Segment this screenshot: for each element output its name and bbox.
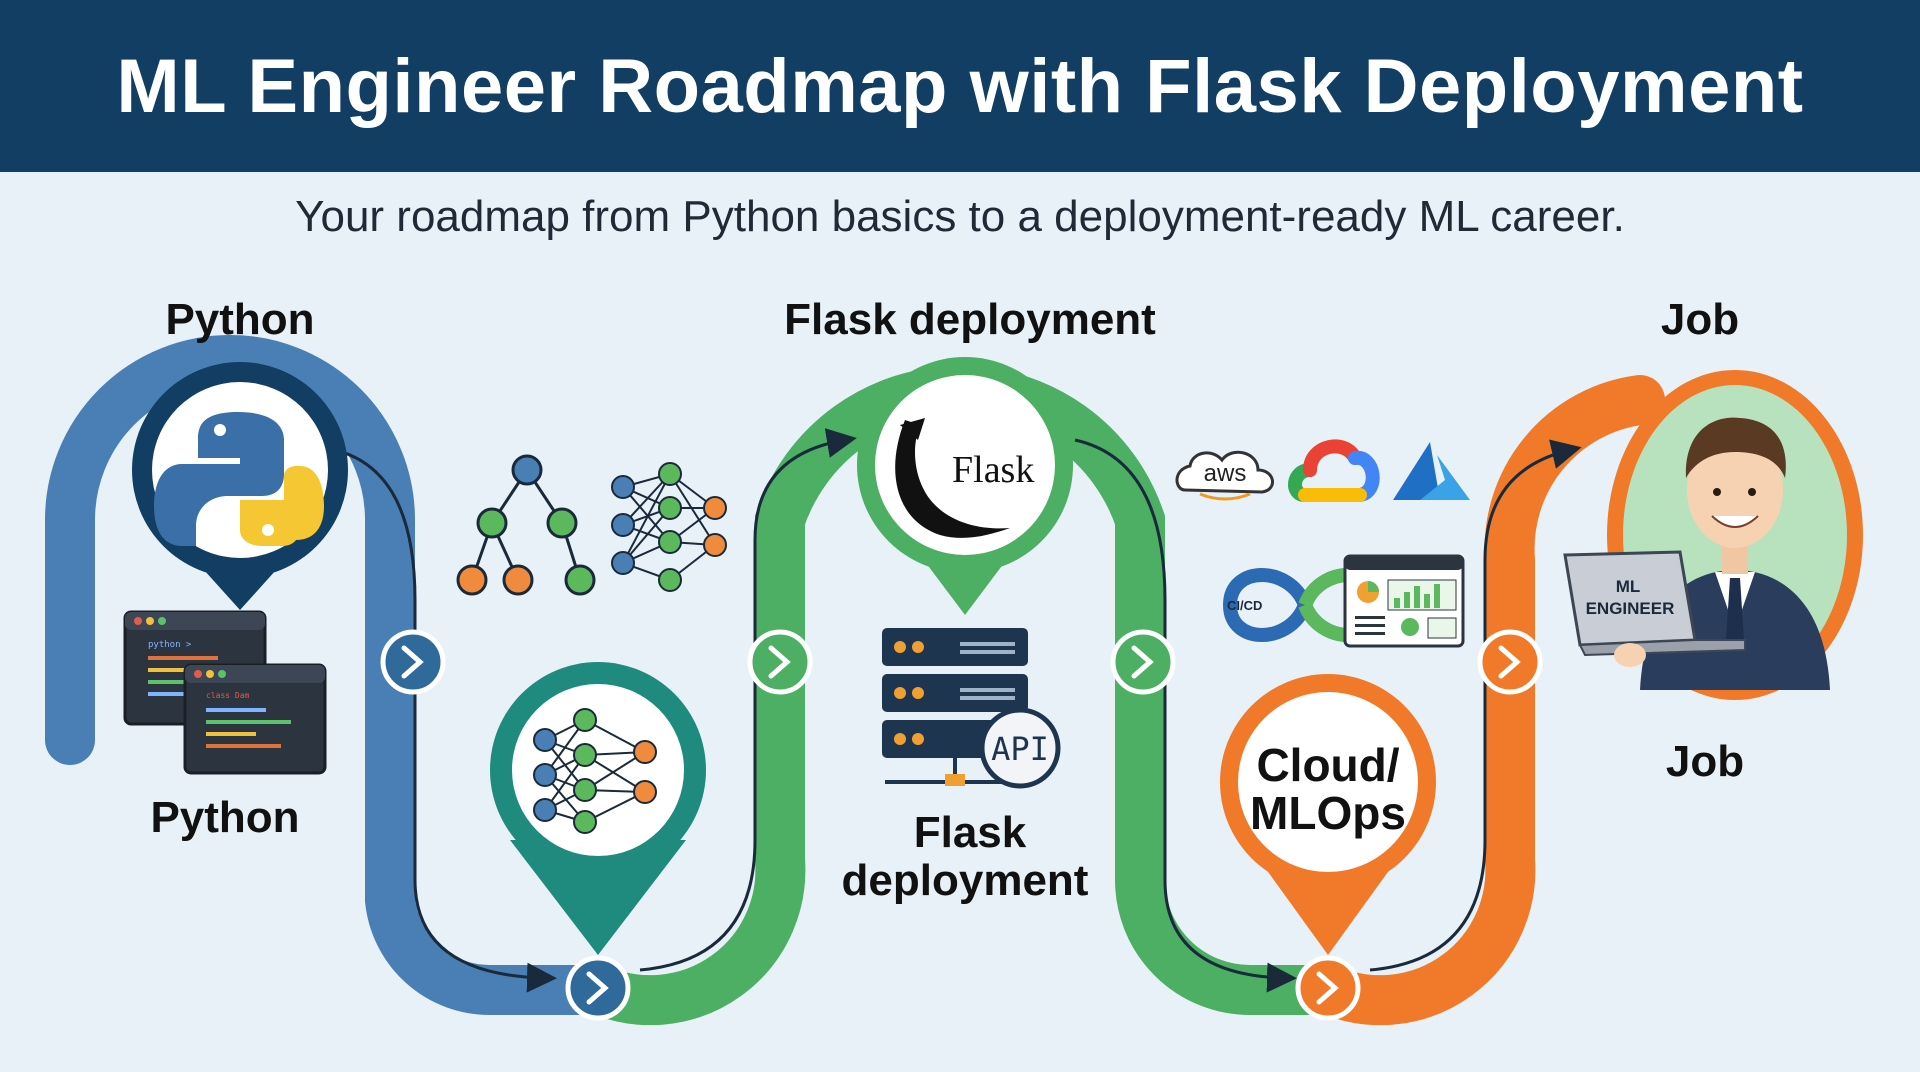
step-button-1[interactable]	[380, 629, 446, 695]
step-button-6[interactable]	[1477, 629, 1543, 695]
chevron-right-icon	[1131, 645, 1154, 679]
stage-label-job-bottom: Job	[1665, 737, 1745, 786]
cicd-label: CI/CD	[1227, 598, 1262, 613]
code-window-2: class Dam	[183, 663, 327, 775]
server-api-icon: API	[882, 628, 1061, 789]
stage-label-flask-bottom-2: deployment	[841, 856, 1089, 905]
step-button-2[interactable]	[565, 955, 631, 1021]
stage-label-flask-bottom-1: Flask	[913, 808, 1027, 857]
stage-label-job-top: Job	[1660, 295, 1740, 344]
azure-logo-icon	[1393, 442, 1470, 500]
api-badge: API	[991, 730, 1049, 768]
chevron-right-icon	[586, 971, 609, 1005]
flask-pin: Flask	[857, 357, 1073, 615]
python-logo-icon	[154, 412, 324, 546]
chevron-right-icon	[1498, 645, 1521, 679]
road-cloud	[1305, 375, 1665, 1026]
laptop-label-line2: ENGINEER	[1586, 599, 1675, 618]
guide-line-2	[639, 428, 857, 972]
google-cloud-logo-icon	[1288, 439, 1380, 502]
python-pin	[132, 362, 348, 610]
road-python	[45, 335, 625, 1016]
guide-line-4	[1369, 439, 1582, 972]
stage-label-python-top: Python	[165, 295, 315, 344]
stage-label-cloud-2: MLOps	[1250, 787, 1406, 839]
stage-label-python-bottom: Python	[150, 793, 300, 842]
flask-logo-text: Flask	[952, 449, 1034, 491]
chevron-right-icon	[401, 645, 424, 679]
aws-text: aws	[1204, 460, 1247, 487]
neural-network-small-icon	[611, 462, 727, 592]
job-avatar: ML ENGINEER	[1563, 370, 1863, 700]
step-button-5[interactable]	[1295, 955, 1361, 1021]
chevron-right-icon	[1316, 971, 1339, 1005]
page-subtitle: Your roadmap from Python basics to a dep…	[295, 192, 1625, 241]
code-prompt-1: python >	[148, 640, 192, 650]
cloud-mlops-pin	[1220, 674, 1436, 955]
header-banner: ML Engineer Roadmap with Flask Deploymen…	[0, 0, 1920, 172]
chevron-right-icon	[768, 645, 791, 679]
stage-label-cloud-1: Cloud/	[1256, 739, 1400, 791]
neural-network-icon	[533, 708, 657, 834]
dashboard-icon	[1343, 554, 1465, 648]
code-prompt-2: class Dam	[206, 691, 250, 700]
guide-line-1	[334, 448, 557, 993]
ml-models-pin	[490, 662, 706, 955]
laptop-icon: ML ENGINEER	[1563, 550, 1746, 667]
flask-logo-icon: Flask	[895, 418, 1034, 538]
decision-tree-icon	[456, 454, 596, 596]
step-button-3[interactable]	[747, 629, 813, 695]
step-button-4[interactable]	[1110, 629, 1176, 695]
laptop-label-line1: ML	[1616, 577, 1641, 596]
aws-logo-icon: aws	[1175, 450, 1274, 501]
page-title: ML Engineer Roadmap with Flask Deploymen…	[116, 43, 1804, 129]
stage-label-flask-top: Flask deployment	[784, 295, 1156, 344]
guide-line-3	[1074, 438, 1297, 993]
